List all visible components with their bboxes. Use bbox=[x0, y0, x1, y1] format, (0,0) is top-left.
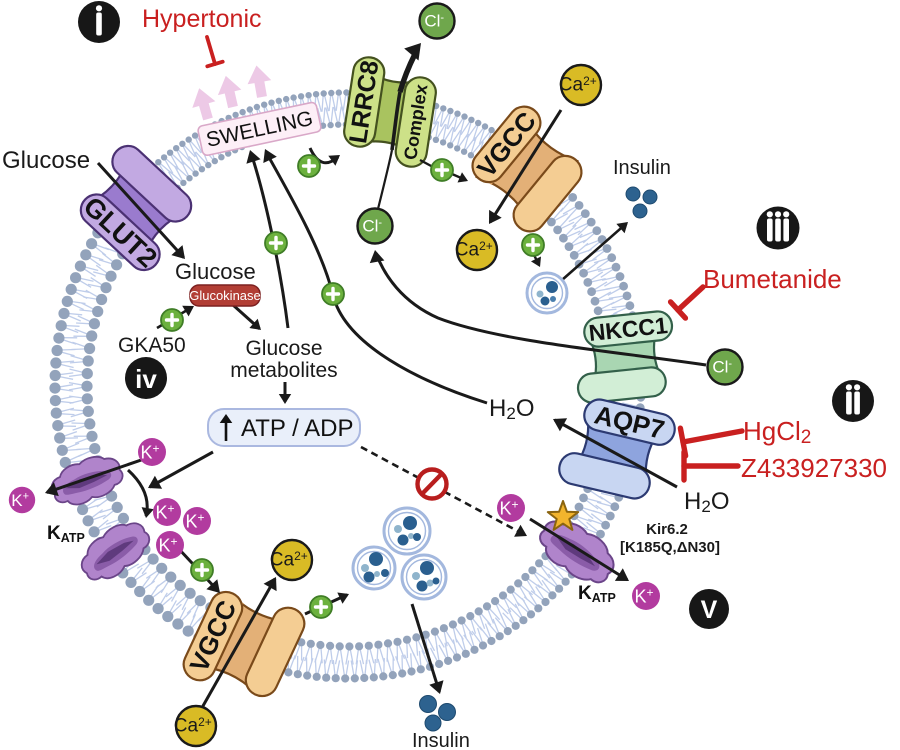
svg-text:Hypertonic: Hypertonic bbox=[142, 5, 262, 33]
svg-text:[K185Q,ΔN30]: [K185Q,ΔN30] bbox=[620, 539, 720, 556]
svg-text:ATP / ADP: ATP / ADP bbox=[241, 415, 354, 442]
svg-text:metabolites: metabolites bbox=[230, 359, 337, 382]
svg-text:Insulin: Insulin bbox=[613, 157, 671, 179]
svg-text:HgCl2: HgCl2 bbox=[743, 416, 811, 448]
svg-text:Insulin: Insulin bbox=[412, 730, 470, 750]
svg-text:Glucose: Glucose bbox=[175, 259, 256, 284]
svg-text:Glucokinase: Glucokinase bbox=[189, 288, 261, 303]
svg-text:Cl-: Cl- bbox=[712, 358, 732, 377]
svg-text:Glucose: Glucose bbox=[2, 147, 90, 174]
svg-text:Cl-: Cl- bbox=[362, 217, 382, 236]
svg-text:V: V bbox=[701, 596, 718, 624]
svg-text:Cl-: Cl- bbox=[424, 12, 444, 31]
svg-text:iv: iv bbox=[135, 364, 157, 394]
svg-text:Glucose: Glucose bbox=[245, 337, 322, 360]
svg-text:Kir6.2: Kir6.2 bbox=[646, 521, 688, 538]
svg-text:Z433927330: Z433927330 bbox=[741, 453, 887, 483]
svg-text:GKA50: GKA50 bbox=[118, 334, 186, 357]
svg-text:Bumetanide: Bumetanide bbox=[703, 264, 842, 294]
